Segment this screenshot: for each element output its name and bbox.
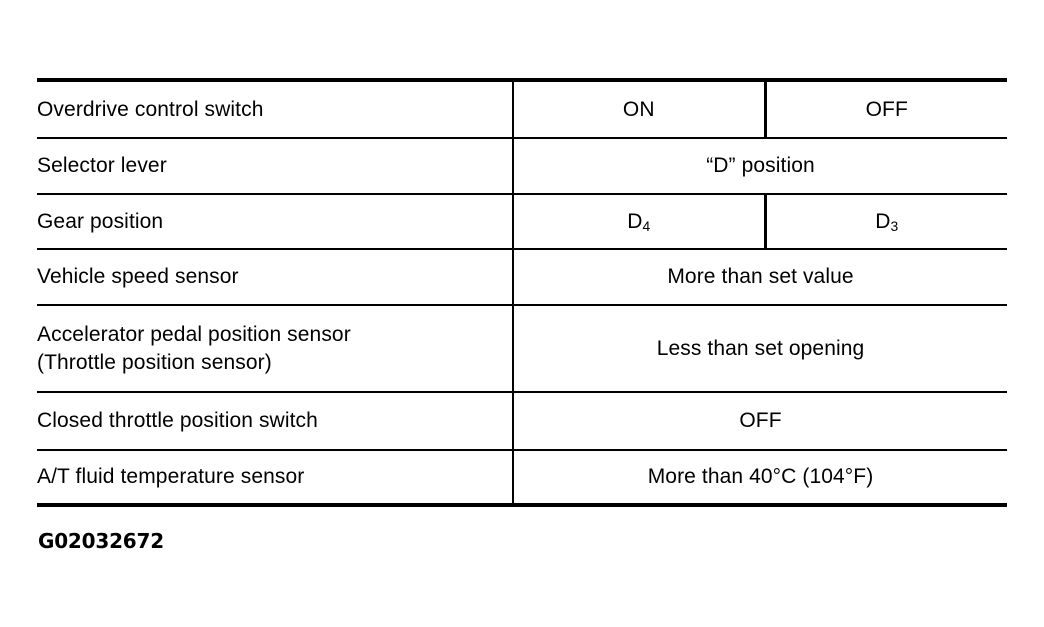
figure-caption-id: G02032672 [38, 529, 164, 553]
row-label: Selector lever [37, 137, 514, 195]
table-row: Gear position D4 D3 [37, 193, 1007, 250]
row-label: Accelerator pedal position sensor (Throt… [37, 304, 514, 393]
row-label: Overdrive control switch [37, 78, 514, 139]
gear-d4-subscript: 4 [642, 218, 651, 235]
table-row: Closed throttle position switch OFF [37, 391, 1007, 451]
row-label: Closed throttle position switch [37, 391, 514, 451]
row-label: A/T fluid temperature sensor [37, 449, 514, 507]
row-label: Vehicle speed sensor [37, 248, 514, 306]
row-label-line2: (Throttle position sensor) [37, 350, 272, 374]
row-value-merged: “D” position [513, 137, 1007, 195]
row-value-off: OFF [765, 78, 1007, 139]
table-row: Overdrive control switch ON OFF [37, 78, 1007, 139]
row-value-on: ON [513, 78, 767, 139]
row-value-gear-d3: D3 [765, 193, 1007, 250]
table-row: Accelerator pedal position sensor (Throt… [37, 304, 1007, 393]
table-row: Selector lever “D” position [37, 137, 1007, 195]
gear-d3-subscript: 3 [890, 218, 899, 235]
row-value-merged: More than set value [513, 248, 1007, 306]
row-value-merged: OFF [513, 391, 1007, 451]
row-value-merged: More than 40°C (104°F) [513, 449, 1007, 507]
table-row: Vehicle speed sensor More than set value [37, 248, 1007, 306]
operating-conditions-table: Overdrive control switch ON OFF Selector… [37, 78, 1007, 507]
row-label: Gear position [37, 193, 514, 250]
row-value-merged: Less than set opening [513, 304, 1007, 393]
table-row: A/T fluid temperature sensor More than 4… [37, 449, 1007, 507]
gear-d4-letter: D [627, 209, 643, 233]
gear-d3-letter: D [875, 209, 891, 233]
row-value-gear-d4: D4 [513, 193, 767, 250]
row-label-line1: Accelerator pedal position sensor [37, 322, 351, 346]
